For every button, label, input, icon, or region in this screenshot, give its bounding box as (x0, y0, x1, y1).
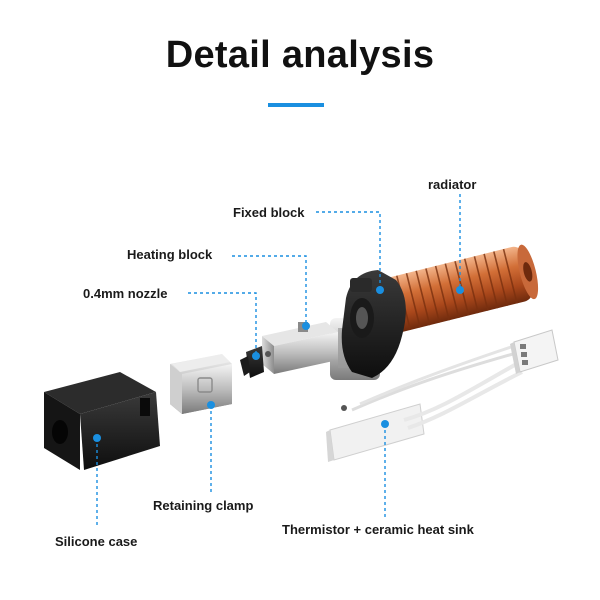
label-heating-block: Heating block (127, 247, 213, 262)
label-fixed-block: Fixed block (233, 205, 305, 220)
label-radiator: radiator (428, 177, 477, 192)
nozzle-leader-line (188, 292, 257, 356)
heating-block-marker-dot (302, 322, 310, 330)
nozzle-marker-dot (252, 352, 260, 360)
radiator-marker-dot (456, 286, 464, 294)
page-title: Detail analysis (165, 34, 435, 76)
label-silicone-case: Silicone case (55, 534, 138, 549)
label-thermistor: Thermistor + ceramic heat sink (282, 522, 474, 537)
label-retaining-clamp: Retaining clamp (153, 498, 254, 513)
fixed-block-leader-line (316, 211, 381, 290)
heating-block-leader-line (232, 255, 307, 326)
label-nozzle: 0.4mm nozzle (83, 286, 168, 301)
silicone-case-marker-dot (93, 434, 101, 442)
fixed-block-marker-dot (376, 286, 384, 294)
silicone-case-part (44, 372, 160, 470)
thermistor-part (326, 329, 559, 462)
thermistor-marker-dot (381, 420, 389, 428)
retaining-clamp-part (170, 354, 232, 414)
nozzle-part (240, 346, 264, 378)
fixed-block-part (341, 270, 406, 378)
heating-block-part (262, 322, 338, 374)
title-underline (268, 103, 324, 107)
retaining-clamp-marker-dot (207, 401, 215, 409)
